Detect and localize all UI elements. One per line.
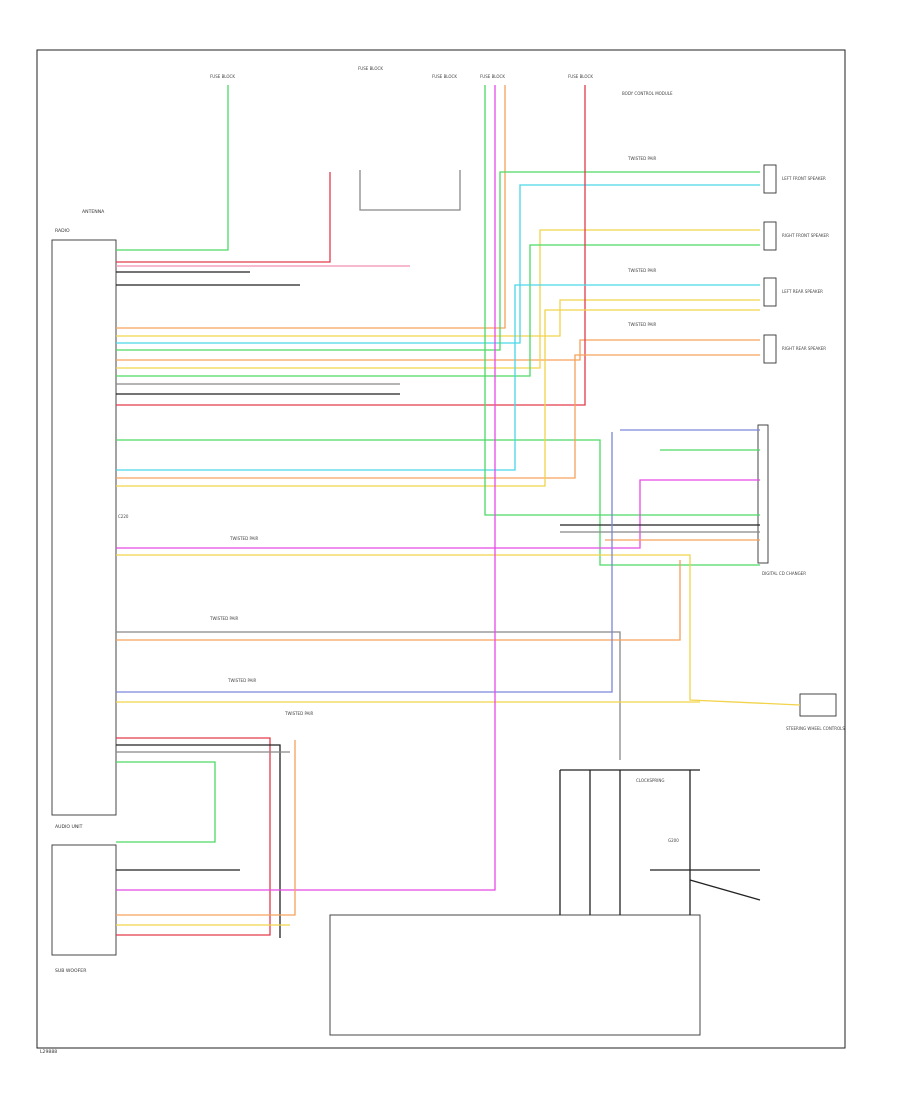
cd-changer-label: DIGITAL CD CHANGER — [762, 571, 806, 576]
wire-green-7 — [116, 761, 216, 843]
wire-orange-1 — [116, 85, 506, 329]
twisted-pair-label-7: TWISTED PAIR — [284, 711, 314, 716]
fuse-feeds: FUSE BLOCK FUSE BLOCK FUSE BLOCK FUSE BL… — [210, 66, 673, 96]
wire-green-4 — [116, 439, 760, 566]
fuse-label-1: FUSE BLOCK — [210, 74, 235, 79]
cd-changer-block — [757, 424, 769, 564]
wire-red-feed — [116, 172, 331, 263]
right-rear-speaker-icon — [763, 334, 777, 364]
clockspring-label: CLOCKSPRING — [636, 778, 664, 783]
wire-magenta-1 — [116, 479, 760, 549]
twisted-pair-label-3: TWISTED PAIR — [627, 322, 657, 327]
wire-orange-5 — [116, 560, 681, 641]
wires — [116, 85, 801, 938]
wire-orange-2 — [116, 339, 760, 361]
footer-code: L29888 — [40, 1049, 57, 1055]
right-rear-label: RIGHT REAR SPEAKER — [782, 346, 826, 351]
wire-red-3 — [116, 737, 271, 936]
twisted-pair-label-5: TWISTED PAIR — [209, 616, 239, 621]
twisted-pair-label-4: TWISTED PAIR — [229, 536, 259, 541]
ground-label: G200 — [668, 838, 679, 843]
left-rear-label: LEFT REAR SPEAKER — [782, 289, 823, 294]
wire-black-5 — [116, 744, 281, 938]
right-front-label: RIGHT FRONT SPEAKER — [782, 233, 829, 238]
wire-black-13 — [689, 879, 761, 901]
wire-orange-6 — [116, 740, 296, 916]
wire-gray-4 — [116, 631, 621, 760]
wire-green-2 — [116, 171, 760, 351]
fuse-label-5: FUSE BLOCK — [568, 74, 593, 79]
wire-green-3 — [116, 244, 760, 377]
wire-yellow-2 — [116, 229, 760, 369]
twisted-pair-label-1: TWISTED PAIR — [627, 156, 657, 161]
radio-block — [51, 239, 117, 816]
switch-panel — [329, 914, 701, 1036]
left-front-label: LEFT FRONT SPEAKER — [782, 176, 826, 181]
radio-label: RADIO — [55, 228, 70, 234]
antenna-label: ANTENNA — [82, 209, 105, 215]
wire-green-top — [116, 85, 229, 251]
wire-yellow-4 — [116, 554, 801, 706]
left-rear-speaker-icon — [763, 277, 777, 307]
wire-cyan-2 — [116, 284, 760, 471]
audio-unit-label: AUDIO UNIT — [55, 824, 83, 830]
twisted-pair-labels: TWISTED PAIR TWISTED PAIR TWISTED PAIR TWIS… — [209, 156, 657, 716]
wire-gray-top — [359, 170, 461, 211]
wire-magenta-2 — [116, 85, 496, 891]
sub-woofer-block — [51, 844, 117, 956]
twisted-pair-label-2: TWISTED PAIR — [627, 268, 657, 273]
wire-orange-3 — [116, 354, 760, 479]
wire-cyan-1 — [116, 184, 760, 344]
twisted-pair-label-6: TWISTED PAIR — [227, 678, 257, 683]
fuse-label-4: FUSE BLOCK — [480, 74, 505, 79]
fuse-label-3: FUSE BLOCK — [432, 74, 457, 79]
wire-green-5 — [484, 85, 760, 516]
diagram-frame — [36, 49, 846, 1049]
steering-block — [799, 693, 837, 717]
fuse-label-2: FUSE BLOCK — [358, 66, 383, 71]
wire-red-2 — [116, 85, 586, 406]
speakers: LEFT FRONT SPEAKER RIGHT FRONT SPEAKER L… — [763, 164, 829, 364]
left-front-speaker-icon — [763, 164, 777, 194]
wire-yellow-1 — [116, 299, 760, 337]
wire-blue-2 — [116, 432, 613, 693]
wire-yellow-3 — [116, 309, 760, 487]
steering-label: STEERING WHEEL CONTROLS — [786, 726, 845, 731]
right-front-speaker-icon — [763, 221, 777, 251]
radio-connector-label: C220 — [118, 514, 129, 519]
sub-woofer-label: SUB WOOFER — [55, 968, 87, 974]
body-ctrl-label: BODY CONTROL MODULE — [622, 91, 673, 96]
